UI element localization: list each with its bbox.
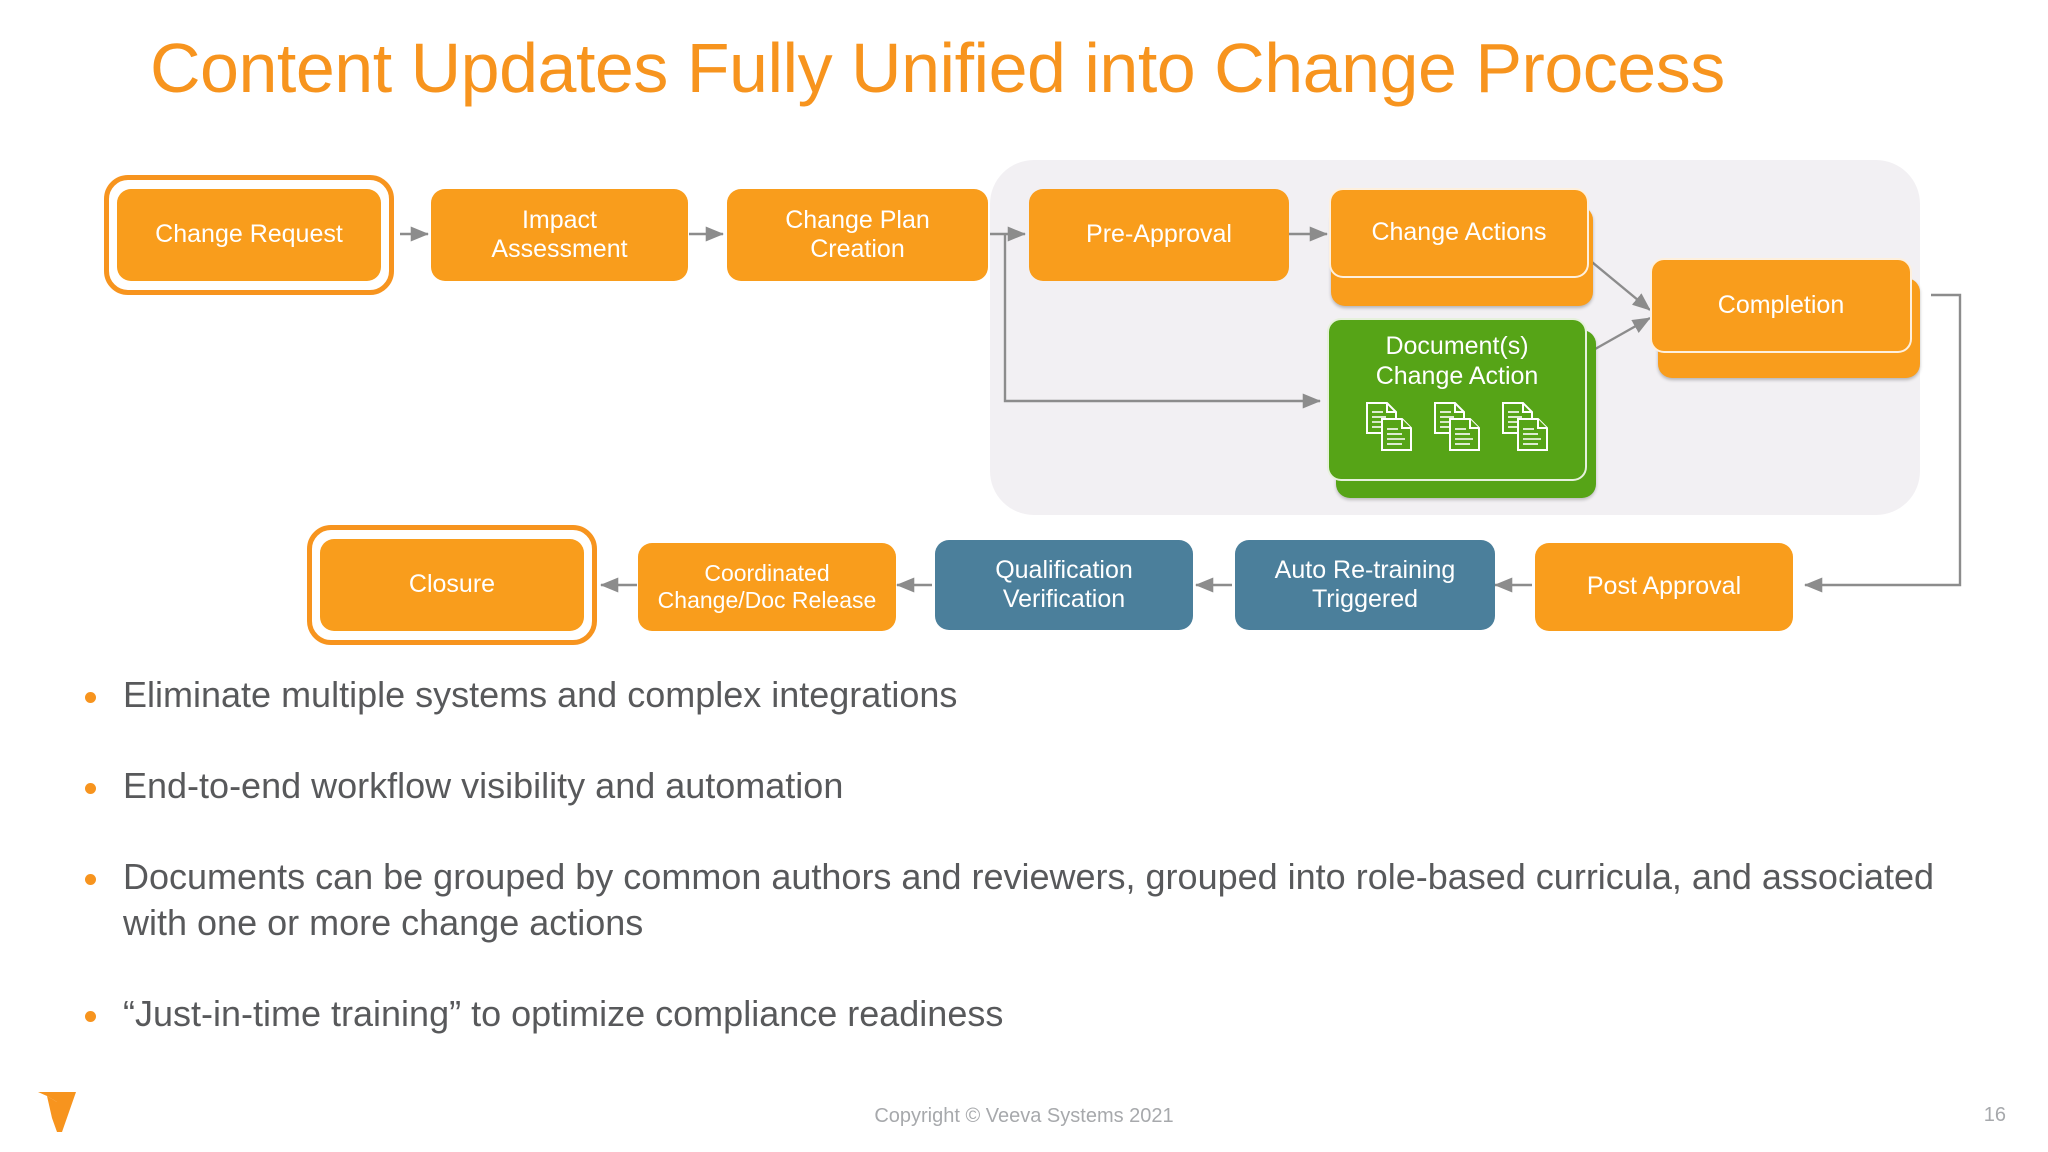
bullet-text: “Just-in-time training” to optimize comp… (123, 993, 1004, 1035)
document-icon-group (1364, 401, 1550, 453)
node-pre-approval-label: Pre-Approval (1086, 220, 1232, 249)
document-pair-icon (1434, 402, 1480, 451)
node-document-change-action[interactable]: Document(s) Change Action (1327, 318, 1587, 481)
page-number: 16 (1983, 1104, 2006, 1126)
node-impact-assessment-label: Impact Assessment (491, 205, 628, 264)
list-item: Documents can be grouped by common autho… (85, 854, 1985, 948)
node-coordinated-release-label: Coordinated Change/Doc Release (657, 559, 877, 613)
node-document-change-action-label: Document(s) Change Action (1375, 332, 1539, 390)
node-closure-label: Closure (408, 570, 496, 599)
node-auto-retraining-label: Auto Re-training Triggered (1274, 555, 1456, 614)
document-pair-icon (1366, 402, 1412, 451)
bullet-dot-icon (85, 873, 96, 885)
bullet-text: End-to-end workflow visibility and autom… (123, 764, 844, 806)
list-item: Eliminate multiple systems and complex i… (85, 672, 1985, 719)
node-completion-label: Completion (1717, 290, 1845, 319)
bullet-list: Eliminate multiple systems and complex i… (85, 672, 1985, 1082)
veeva-logo (38, 1092, 76, 1132)
list-item: End-to-end workflow visibility and autom… (85, 763, 1985, 810)
node-post-approval-label: Post Approval (1586, 572, 1742, 601)
node-change-actions-label: Change Actions (1371, 218, 1547, 247)
node-qualification-verification[interactable]: Qualification Verification (935, 540, 1193, 630)
node-completion-stack-shadow (1658, 278, 1920, 378)
node-change-request-label: Change Request (155, 220, 343, 249)
closure-highlight-ring (307, 525, 597, 645)
node-pre-approval[interactable]: Pre-Approval (1029, 189, 1289, 281)
change-request-highlight-ring (104, 175, 394, 295)
document-pair-icon (1502, 402, 1548, 451)
list-item: “Just-in-time training” to optimize comp… (85, 991, 1985, 1038)
bullet-dot-icon (85, 1011, 96, 1023)
node-impact-assessment[interactable]: Impact Assessment (431, 189, 688, 281)
node-change-actions[interactable]: Change Actions (1329, 188, 1589, 278)
node-change-request[interactable]: Change Request (117, 189, 381, 281)
bullet-dot-icon (85, 782, 96, 794)
bullet-text: Documents can be grouped by common autho… (123, 855, 1935, 944)
page-title: Content Updates Fully Unified into Chang… (150, 29, 1725, 107)
node-change-actions-stack-shadow (1331, 206, 1593, 306)
node-post-approval[interactable]: Post Approval (1535, 543, 1793, 631)
node-change-plan-creation[interactable]: Change Plan Creation (727, 189, 988, 281)
node-document-change-action-stack-shadow (1336, 330, 1596, 498)
bullet-dot-icon (85, 692, 96, 703)
node-qualification-verification-label: Qualification Verification (995, 555, 1133, 614)
node-completion[interactable]: Completion (1650, 258, 1912, 353)
change-actions-group-panel (990, 160, 1920, 515)
node-auto-retraining[interactable]: Auto Re-training Triggered (1235, 540, 1495, 630)
node-closure[interactable]: Closure (320, 539, 584, 631)
node-coordinated-release[interactable]: Coordinated Change/Doc Release (638, 543, 896, 631)
footer-copyright: Copyright © Veeva Systems 2021 (874, 1105, 1174, 1127)
bullet-text: Eliminate multiple systems and complex i… (123, 674, 958, 715)
node-change-plan-creation-label: Change Plan Creation (785, 205, 930, 264)
